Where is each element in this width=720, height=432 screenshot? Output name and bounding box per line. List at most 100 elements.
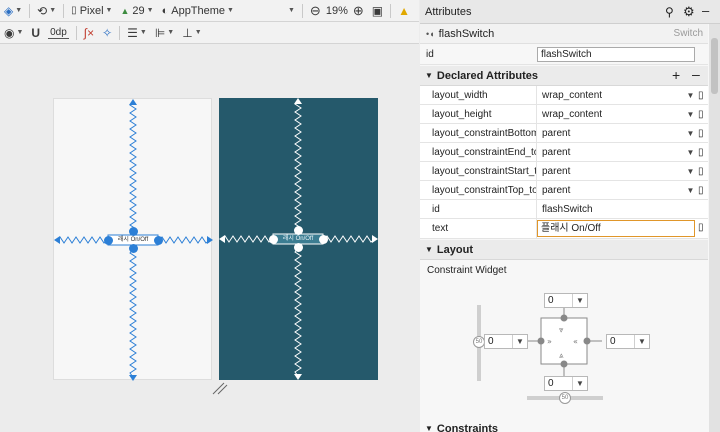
attribute-value[interactable]: parent [542,184,571,196]
resource-picker-icon[interactable]: ▯ [698,165,704,177]
design-screen[interactable]: 래시 On/Off [53,98,213,381]
handle-top[interactable] [129,227,138,236]
dropdown-icon[interactable]: ▼ [572,377,587,390]
attribute-name: layout_constraintEnd_toEndOf [420,142,537,162]
scrollbar[interactable] [709,24,720,432]
dropdown-icon[interactable]: ▼ [686,109,695,119]
constraint-widget: ⩔ ⩓ » « 50 50 0 ▼ 0 ▼ 0 ▼ 0 ▼ [420,285,708,411]
anchor-top [560,314,568,322]
attribute-row[interactable]: text 플래시 On/Off ▯ [420,219,708,239]
scrollbar-thumb[interactable] [711,38,718,94]
resource-picker-icon[interactable]: ▯ [698,222,704,233]
dropdown-icon[interactable]: ▼ [634,335,649,348]
locale-selector[interactable]: ▼ [287,7,295,14]
add-attribute-icon[interactable]: + [672,67,681,83]
search-icon[interactable]: ⚲ [665,5,674,19]
attribute-name: layout_constraintBottom_toBottomOf [420,123,537,143]
bp-handle-left[interactable] [269,235,278,244]
align-button[interactable]: ⊫▼ [154,25,175,40]
dropdown-icon[interactable]: ▼ [512,335,527,348]
attribute-row[interactable]: layout_constraintStart_toStartOf parent … [420,161,708,181]
bp-arrow-top [294,98,302,104]
clear-constraints-button[interactable]: ∫× [80,22,98,44]
bp-handle-bottom[interactable] [294,243,303,252]
id-row: id flashSwitch [420,44,708,65]
pack-button[interactable]: ☰▼ [127,25,147,40]
autoconnect-button[interactable]: U [27,22,44,44]
orientation-button[interactable]: ⟲▼ [37,3,57,18]
resize-handle-icon[interactable] [211,382,229,396]
handle-left[interactable] [104,236,113,245]
guidelines-button[interactable]: ⊥▼ [182,25,202,40]
dropdown-icon[interactable]: ▼ [686,166,695,176]
declared-attributes-header[interactable]: ▼ Declared Attributes + – [420,66,708,86]
layout-section-header[interactable]: ▼ Layout [420,240,708,260]
margin-top-field[interactable]: 0 ▼ [544,293,588,308]
attribute-value[interactable]: parent [542,146,571,158]
margin-left-value: 0 [488,336,494,347]
horizontal-bias-knob[interactable]: 50 [559,392,571,404]
margin-right-field[interactable]: 0 ▼ [606,334,650,349]
api-label: 29 [132,4,145,17]
attribute-row[interactable]: layout_width wrap_content ▼▯ [420,85,708,105]
resource-picker-icon[interactable]: ▯ [698,127,704,139]
default-margin-field[interactable]: 0dp [44,22,73,44]
api-selector[interactable]: ▲ 29▼ [120,4,154,17]
attribute-value[interactable]: parent [542,165,571,177]
id-input[interactable]: flashSwitch [537,47,695,62]
theme-selector[interactable]: ◐ AppTheme▼ [161,4,234,17]
design-canvas[interactable]: 래시 On/Off 래시 On/Off [0,44,419,432]
margin-left-field[interactable]: 0 ▼ [484,334,528,349]
zoom-out-button[interactable]: ⊖ [306,0,325,22]
handle-bottom[interactable] [129,244,138,253]
dropdown-icon[interactable]: ▼ [686,90,695,100]
infer-constraints-button[interactable]: ✧ [98,22,116,44]
minimize-icon[interactable]: – [702,3,710,18]
component-type: Switch [673,28,703,39]
attribute-value[interactable]: wrap_content [542,89,603,101]
dropdown-icon[interactable]: ▼ [686,128,695,138]
gear-icon[interactable]: ⚙ [683,4,695,19]
bp-handle-right[interactable] [319,235,328,244]
resource-picker-icon[interactable]: ▯ [698,184,704,196]
zoom-in-button[interactable]: ⊕ [349,0,368,22]
design-surface-button[interactable]: ◈▼ [4,3,23,18]
remove-attribute-icon[interactable]: – [692,66,700,82]
dropdown-icon[interactable]: ▼ [572,294,587,307]
dropdown-icon[interactable]: ▼ [686,147,695,157]
handle-right[interactable] [154,236,163,245]
bp-handle-top[interactable] [294,226,303,235]
zoom-fit-icon: ▣ [371,3,384,18]
attribute-value[interactable]: parent [542,127,571,139]
attribute-value[interactable]: flashSwitch [542,203,593,215]
bp-constraint-right [322,235,376,243]
text-input[interactable]: 플래시 On/Off [537,220,695,237]
blueprint-screen[interactable]: 래시 On/Off [219,98,378,380]
attribute-row[interactable]: layout_height wrap_content ▼▯ [420,104,708,124]
resource-picker-icon[interactable]: ▯ [698,146,704,158]
device-selector[interactable]: ▯ Pixel▼ [71,4,113,17]
margin-right-value: 0 [610,336,616,347]
attributes-panel: Attributes ⚲ ⚙ – •◖ flashSwitch Switch i… [420,0,720,432]
constraints-section-header[interactable]: ▼ Constraints [420,422,708,432]
margin-bottom-field[interactable]: 0 ▼ [544,376,588,391]
attribute-value[interactable]: wrap_content [542,108,603,120]
magnet-icon: U [31,25,41,40]
dropdown-icon[interactable]: ▼ [686,185,695,195]
attribute-row[interactable]: id flashSwitch [420,199,708,219]
constraint-toolbar: ◉▼ U 0dp ∫× ✧ ☰▼ ⊫▼ ⊥▼ [0,22,419,44]
bp-constraint-top [294,99,302,231]
zoom-fit-button[interactable]: ▣ [368,0,387,22]
resource-picker-icon[interactable]: ▯ [698,108,704,120]
collapse-icon: ▼ [425,71,433,80]
constraint-widget-label: Constraint Widget [427,265,507,276]
resource-picker-icon[interactable]: ▯ [698,89,704,101]
collapse-icon: ▼ [425,245,433,254]
attribute-row[interactable]: layout_constraintTop_toTopOf parent ▼▯ [420,180,708,200]
attribute-row[interactable]: layout_constraintBottom_toBottomOf paren… [420,123,708,143]
attribute-row[interactable]: layout_constraintEnd_toEndOf parent ▼▯ [420,142,708,162]
view-options-button[interactable]: ◉▼ [4,25,24,40]
design-pane: ◈▼ ⟲▼ ▯ Pixel▼ ▲ 29▼ ◐ AppTheme▼ ▼ ⊖ 19%… [0,0,419,432]
arrow-bottom [129,375,137,381]
warnings-button[interactable]: ▲ [394,0,414,22]
